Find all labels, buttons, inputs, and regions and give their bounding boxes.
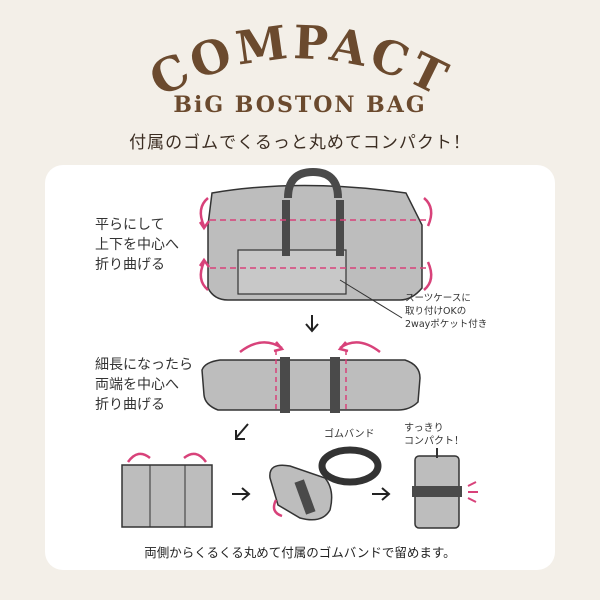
compact-label: すっきり コンパクト！ [404, 423, 464, 447]
title-arc: COMPACT [141, 15, 455, 107]
right-arrow-2 [372, 487, 391, 501]
step2-text: 細長になったら 両端を中心へ 折り曲げる [95, 357, 193, 413]
right-arrow-1 [232, 487, 251, 501]
down-arrow-1 [305, 315, 319, 333]
tagline: 付属のゴムでくるっと丸めてコンパクト！ [129, 133, 471, 153]
footer-caption: 両側からくるくる丸めて付属のゴムバンドで留めます。 [144, 545, 456, 560]
fold-arrow-top [199, 197, 209, 227]
subtitle: BiG BOSTON BAG [173, 92, 427, 118]
folded-bag-illustration [121, 452, 213, 528]
flat-bag-illustration [198, 167, 433, 319]
long-bag-illustration [201, 341, 421, 413]
step1-text: 平らにして 上下を中心へ 折り曲げる [95, 217, 179, 273]
compact-bag-illustration [412, 448, 478, 529]
diagonal-arrow [235, 423, 249, 440]
pocket-note: スーツケースに 取り付けOKの 2wayポケット付き [405, 293, 488, 330]
band-label: ゴムバンド [324, 429, 375, 440]
rolling-bag-illustration [269, 446, 382, 521]
fold-arrow-bottom [199, 261, 209, 291]
